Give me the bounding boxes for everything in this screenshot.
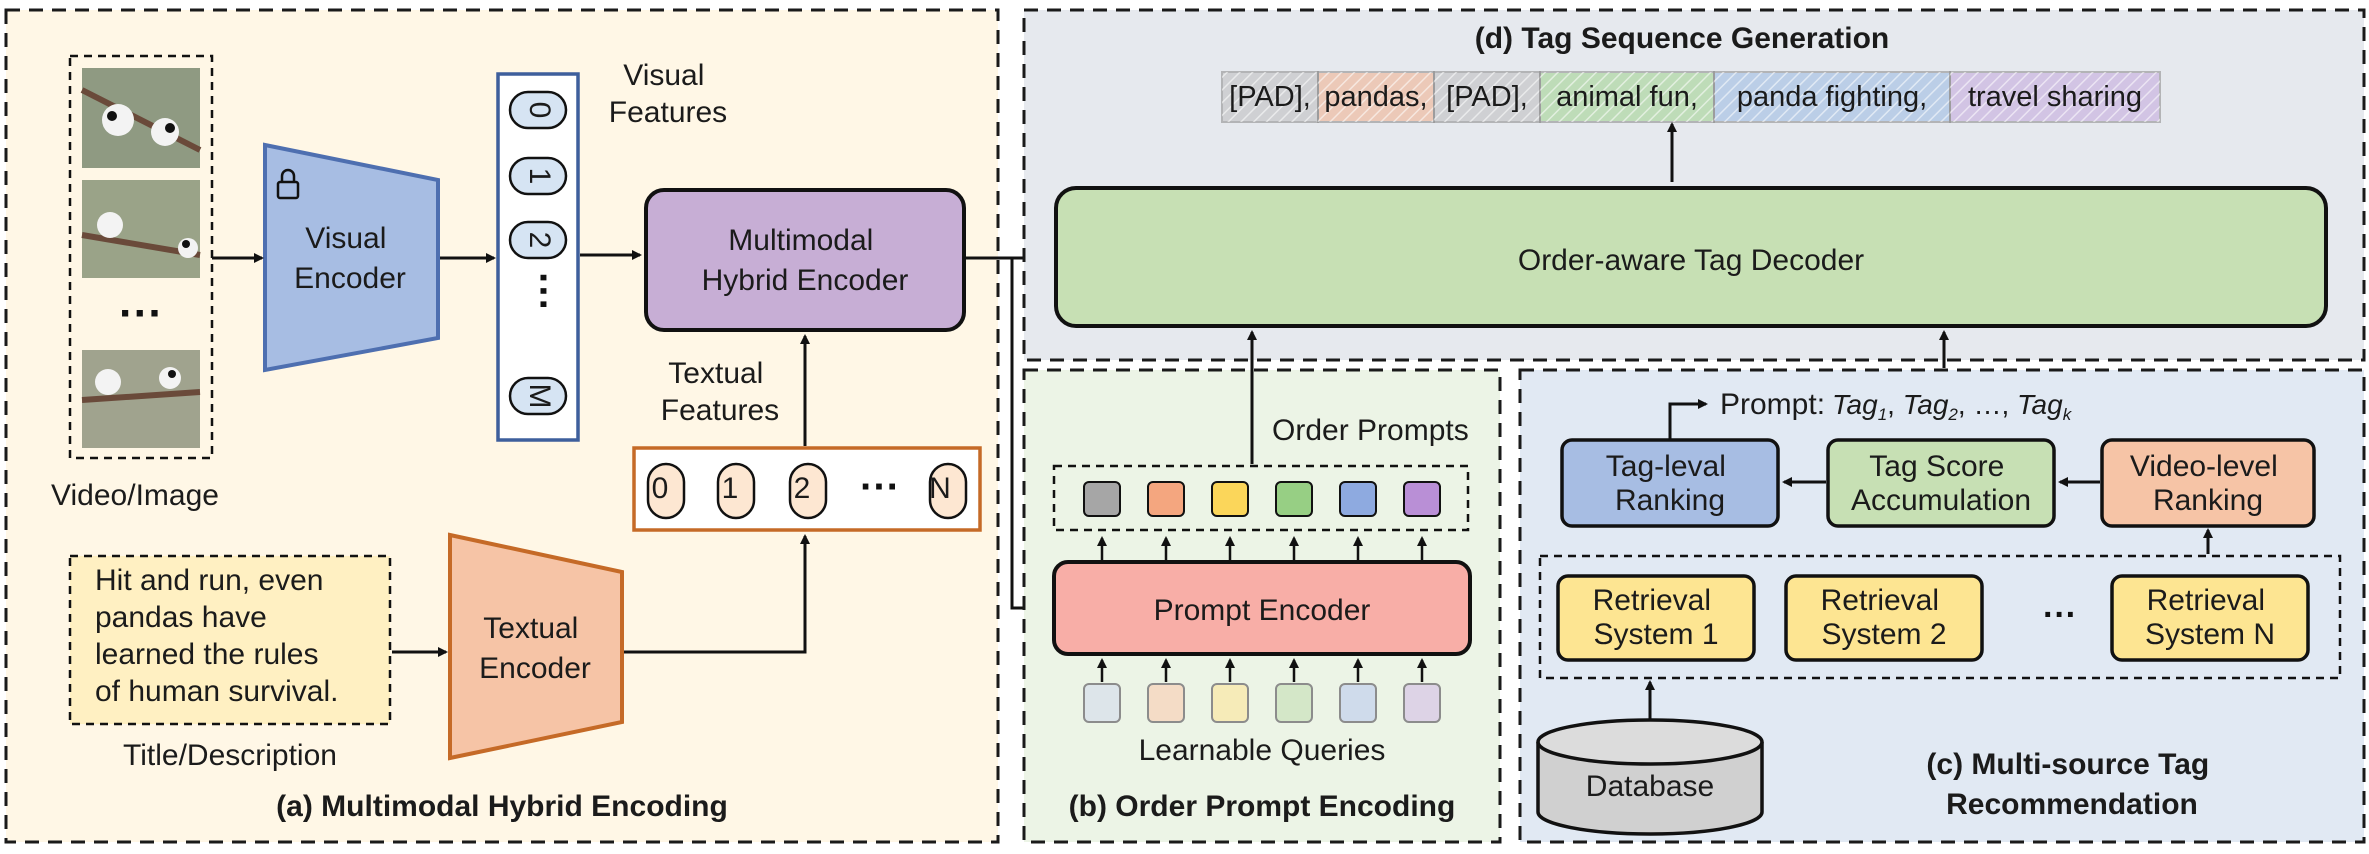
svg-text:1: 1 <box>722 472 739 505</box>
video-level-ranking <box>2100 438 2316 528</box>
panel-c-title: (c) Multi-source Tag Recommendation <box>1926 748 2217 821</box>
title-description-text: Hit and run, even pandas have learned th… <box>95 564 338 708</box>
textual-features-label: Textual Features <box>661 357 779 427</box>
video-frame-3 <box>81 350 201 448</box>
prompt-label: Prompt: <box>1720 388 1825 421</box>
tag-text: travel sharing <box>1968 81 2142 113</box>
visual-token-1 <box>508 156 568 196</box>
video-frame-1 <box>80 68 202 168</box>
visual-token-0 <box>508 90 568 130</box>
order-aware-tag-decoder <box>1054 186 2328 328</box>
retrieval-systems-group <box>1538 554 2342 680</box>
prompt-encoder <box>1052 560 1472 656</box>
svg-text:M: M <box>523 384 556 409</box>
svg-text:1: 1 <box>523 168 556 185</box>
tag-text: [PAD], <box>1446 81 1528 113</box>
learnable-queries-label: Learnable Queries <box>1139 734 1386 767</box>
tag-text: pandas, <box>1324 81 1427 113</box>
tag-text: [PAD], <box>1229 81 1311 113</box>
video-frames-ellipsis: ··· <box>119 289 163 338</box>
learnable-query-token <box>1147 683 1185 723</box>
learnable-query-token <box>1403 683 1441 723</box>
visual-token-2 <box>508 220 568 260</box>
tag-level-ranking-label: Tag-leval Ranking <box>1606 450 1734 517</box>
svg-text:2: 2 <box>523 232 556 249</box>
tag-cell: travel sharing <box>1949 71 2161 123</box>
tag-cell: pandas, <box>1317 71 1435 123</box>
svg-text:N: N <box>929 472 951 505</box>
retrieval-system-n <box>2110 574 2310 662</box>
tag-cell: [PAD], <box>1433 71 1541 123</box>
multimodal-hybrid-encoder-label: Multimodal Hybrid Encoder <box>702 224 909 297</box>
textual-encoder-label: Textual Encoder <box>479 612 591 685</box>
tag-level-ranking <box>1560 438 1780 528</box>
tag-sequence: [PAD], pandas, [PAD], animal fun, panda figh… <box>1221 71 2161 123</box>
retrieval-system-1 <box>1556 574 1756 662</box>
retrieval-system-2-label: Retrieval System 2 <box>1821 584 1948 651</box>
title-description-box <box>68 554 392 726</box>
order-prompt-token <box>1403 481 1441 517</box>
tag-text: panda fighting, <box>1737 81 1927 113</box>
visual-token-m <box>508 376 568 416</box>
lock-icon <box>276 168 300 200</box>
panel-multi-source-tag-recommendation: Prompt: Tag1, Tag2, …, Tagk Tag-leval Ra… <box>1518 330 2366 844</box>
multimodal-hybrid-encoder <box>644 188 966 332</box>
textual-token-2 <box>788 462 828 520</box>
order-prompt-token <box>1083 481 1121 517</box>
order-prompt-token <box>1211 481 1249 517</box>
svg-text:0: 0 <box>523 102 556 119</box>
svg-text:2: 2 <box>794 472 811 505</box>
tag-cell: [PAD], <box>1221 71 1319 123</box>
retrieval-system-1-label: Retrieval System 1 <box>1593 584 1720 651</box>
visual-feature-tokens: 0 1 2 ··· M <box>508 90 568 416</box>
order-prompts-group <box>1052 464 1470 532</box>
learnable-query-token <box>1211 683 1249 723</box>
svg-text:0: 0 <box>652 472 669 505</box>
panel-multimodal-hybrid-encoding: ··· Video/Image Visual Encoder 0 <box>4 8 1000 844</box>
panel-order-prompt-encoding: Order Prompts Prompt Encoder Learnable Q… <box>1022 330 1502 844</box>
video-image-label: Video/Image <box>51 479 219 512</box>
visual-token-ellipsis: ··· <box>521 272 565 312</box>
learnable-query-token <box>1275 683 1313 723</box>
panel-tag-sequence-generation: (d) Tag Sequence Generation [PAD], pandas… <box>1022 8 2366 362</box>
database-icon <box>1536 718 1764 836</box>
textual-feature-tokens: 0 1 2 ··· N <box>646 462 968 520</box>
visual-encoder-label: Visual Encoder <box>294 222 406 295</box>
textual-token-1 <box>716 462 756 520</box>
order-aware-tag-decoder-label: Order-aware Tag Decoder <box>1518 244 1864 277</box>
video-frames: ··· <box>68 54 214 460</box>
textual-token-n <box>928 462 968 520</box>
prompt-formula: Tag1, Tag2, …, Tagk <box>1832 389 2073 424</box>
title-description-label: Title/Description <box>123 739 337 772</box>
tag-cell: panda fighting, <box>1713 71 1951 123</box>
retrieval-system-n-label: Retrieval System N <box>2145 584 2275 651</box>
visual-encoder <box>263 142 440 373</box>
learnable-query-token <box>1083 683 1121 723</box>
retrieval-ellipsis: ··· <box>2043 596 2077 634</box>
database-label: Database <box>1586 770 1714 803</box>
textual-token-0 <box>646 462 686 520</box>
order-prompt-token <box>1339 481 1377 517</box>
learnable-query-tokens <box>1083 683 1441 723</box>
textual-encoder <box>448 532 624 761</box>
video-level-ranking-label: Video-level Ranking <box>2130 450 2286 517</box>
order-prompt-tokens <box>1083 481 1441 517</box>
prompt-encoder-label: Prompt Encoder <box>1154 594 1371 627</box>
video-frame-2 <box>81 180 201 278</box>
order-prompt-token <box>1147 481 1185 517</box>
panel-a-title: (a) Multimodal Hybrid Encoding <box>276 790 728 823</box>
tag-text: animal fun, <box>1556 81 1698 113</box>
panel-b-title: (b) Order Prompt Encoding <box>1069 790 1456 823</box>
tag-score-accumulation-label: Tag Score Accumulation <box>1851 450 2031 517</box>
visual-features-label: Visual Features <box>609 59 727 129</box>
textual-token-ellipsis: ··· <box>860 465 900 509</box>
learnable-query-token <box>1339 683 1377 723</box>
retrieval-system-2 <box>1784 574 1984 662</box>
order-prompts-label: Order Prompts <box>1272 414 1469 447</box>
tag-score-accumulation <box>1826 438 2056 528</box>
order-prompt-token <box>1275 481 1313 517</box>
panel-d-title: (d) Tag Sequence Generation <box>1475 22 1890 55</box>
tag-cell: animal fun, <box>1539 71 1715 123</box>
